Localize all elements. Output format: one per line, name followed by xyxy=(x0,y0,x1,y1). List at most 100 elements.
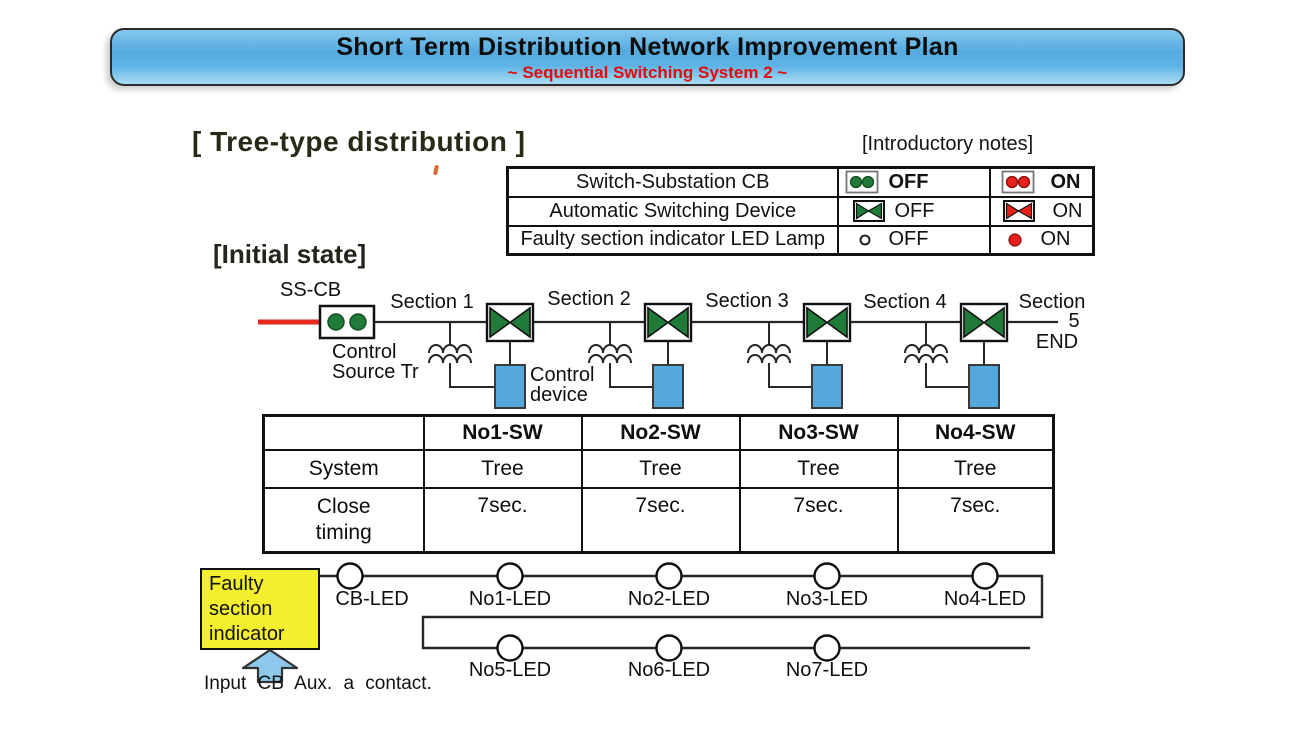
section-5-label: Section xyxy=(1018,291,1086,313)
legend-off-label: OFF xyxy=(894,199,935,222)
table-row-close-timing: Close timing 7sec. 7sec. 7sec. 7sec. xyxy=(262,486,1055,554)
control-wire xyxy=(449,322,495,388)
legend-on-label: ON xyxy=(1052,199,1083,222)
header-no3-sw: No3-SW xyxy=(738,414,899,451)
section-1-label: Section 1 xyxy=(390,291,474,313)
faulty-box-line: indicator xyxy=(209,623,285,645)
transformer-icon xyxy=(747,354,791,364)
cell-value: Tree xyxy=(580,448,741,489)
transformer-icon xyxy=(588,344,632,354)
legend-on-label: ON xyxy=(1040,228,1071,251)
switch-no3-icon xyxy=(802,302,852,343)
cb-off-icon xyxy=(845,170,878,194)
cell-value: 7sec. xyxy=(738,486,899,554)
no5-led-lamp-icon xyxy=(496,634,524,662)
control-source-label: Source Tr xyxy=(332,361,419,383)
no6-led-lamp-icon xyxy=(655,634,683,662)
no1-led-label: No1-LED xyxy=(468,588,552,610)
no5-led-label: No5-LED xyxy=(468,659,552,681)
switch-settings-table: No1-SW No2-SW No3-SW No4-SW System Tree … xyxy=(262,414,1055,554)
initial-state-heading: [Initial state] xyxy=(213,239,367,269)
input-cb-note: Input CB Aux. a contact. xyxy=(204,673,432,694)
ss-cb-label: SS-CB xyxy=(280,279,342,301)
transformer-icon xyxy=(904,344,948,354)
faulty-section-indicator-box: Faulty section indicator xyxy=(200,568,320,650)
section-3-label: Section 3 xyxy=(705,290,789,312)
control-wire xyxy=(768,322,812,388)
header-blank xyxy=(262,414,425,451)
table-row-system: System Tree Tree Tree Tree xyxy=(262,448,1055,489)
led-off-icon xyxy=(859,234,870,246)
transformer-icon xyxy=(428,344,472,354)
control-wiring xyxy=(428,322,985,388)
header-no1-sw: No1-SW xyxy=(422,414,583,451)
cell-value: 7sec. xyxy=(422,486,583,554)
introductory-notes-heading: [Introductory notes] xyxy=(862,133,1034,155)
no2-led-lamp-icon xyxy=(655,562,683,590)
legend-off-label: OFF xyxy=(888,228,929,251)
control-device-icon xyxy=(652,364,684,409)
tree-type-heading: [ Tree-type distribution ] xyxy=(192,126,526,157)
up-arrow-icon xyxy=(241,648,299,684)
cell-value: 7sec. xyxy=(896,486,1055,554)
transformer-icon xyxy=(904,354,948,364)
transformer-icon xyxy=(747,344,791,354)
faulty-box-line: section xyxy=(209,598,273,620)
cb-led-label: CB-LED xyxy=(335,588,409,610)
legend-on-label: ON xyxy=(1050,170,1081,193)
switch-no2-icon xyxy=(643,302,693,343)
switch-off-icon xyxy=(852,200,885,222)
switch-no4-icon xyxy=(959,302,1009,343)
legend-row-cb: Switch-Substation CB OFF xyxy=(506,166,1095,198)
no6-led-label: No6-LED xyxy=(627,659,711,681)
no2-led-label: No2-LED xyxy=(627,588,711,610)
no1-led-lamp-icon xyxy=(496,562,524,590)
cell-value: 7sec. xyxy=(580,486,741,554)
led-wire xyxy=(320,574,1044,650)
transformer-icon xyxy=(588,354,632,364)
legend-row-led: Faulty section indicator LED Lamp OFF ON xyxy=(506,224,1095,256)
page-subtitle: ~ Sequential Switching System 2 ~ xyxy=(507,63,788,82)
legend-table: Switch-Substation CB OFF xyxy=(506,166,1095,256)
legend-row-switch: Automatic Switching Device OFF xyxy=(506,195,1095,227)
control-wire xyxy=(609,322,653,388)
title-banner: Short Term Distribution Network Improvem… xyxy=(110,28,1185,86)
section-4-label: Section 4 xyxy=(863,291,947,313)
control-device-icon xyxy=(811,364,843,409)
transformer-icon xyxy=(428,354,472,364)
no3-led-label: No3-LED xyxy=(785,588,869,610)
row-label: System xyxy=(262,448,425,489)
legend-label: Switch-Substation CB xyxy=(506,166,839,198)
no7-led-lamp-icon xyxy=(813,634,841,662)
no3-led-lamp-icon xyxy=(813,562,841,590)
control-device-label: device xyxy=(530,384,588,406)
table-header-row: No1-SW No2-SW No3-SW No4-SW xyxy=(262,414,1055,451)
led-on-icon xyxy=(1007,233,1022,247)
control-device-label: Control xyxy=(530,364,595,386)
ss-cb-icon xyxy=(318,304,376,340)
legend-label: Automatic Switching Device xyxy=(506,195,839,227)
cell-value: Tree xyxy=(896,448,1055,489)
switch-no1-icon xyxy=(485,302,535,343)
cb-led-lamp-icon xyxy=(336,562,364,590)
control-device-icon xyxy=(494,364,526,409)
faulty-box-line: Faulty xyxy=(209,573,264,595)
header-no4-sw: No4-SW xyxy=(896,414,1055,451)
legend-label: Faulty section indicator LED Lamp xyxy=(506,224,839,256)
page-title: Short Term Distribution Network Improvem… xyxy=(336,33,959,61)
no7-led-label: No7-LED xyxy=(785,659,869,681)
control-wire xyxy=(925,322,969,388)
header-no2-sw: No2-SW xyxy=(580,414,741,451)
row-label: Close timing xyxy=(262,486,425,554)
legend-off-label: OFF xyxy=(888,170,929,193)
no4-led-label: No4-LED xyxy=(943,588,1027,610)
control-device-icon xyxy=(968,364,1000,409)
section-5-number: 5 xyxy=(1068,310,1080,332)
cell-value: Tree xyxy=(422,448,583,489)
end-label: END xyxy=(1035,331,1079,353)
cell-value: Tree xyxy=(738,448,899,489)
control-source-label: Control xyxy=(332,341,397,363)
cb-on-icon xyxy=(1001,170,1034,194)
